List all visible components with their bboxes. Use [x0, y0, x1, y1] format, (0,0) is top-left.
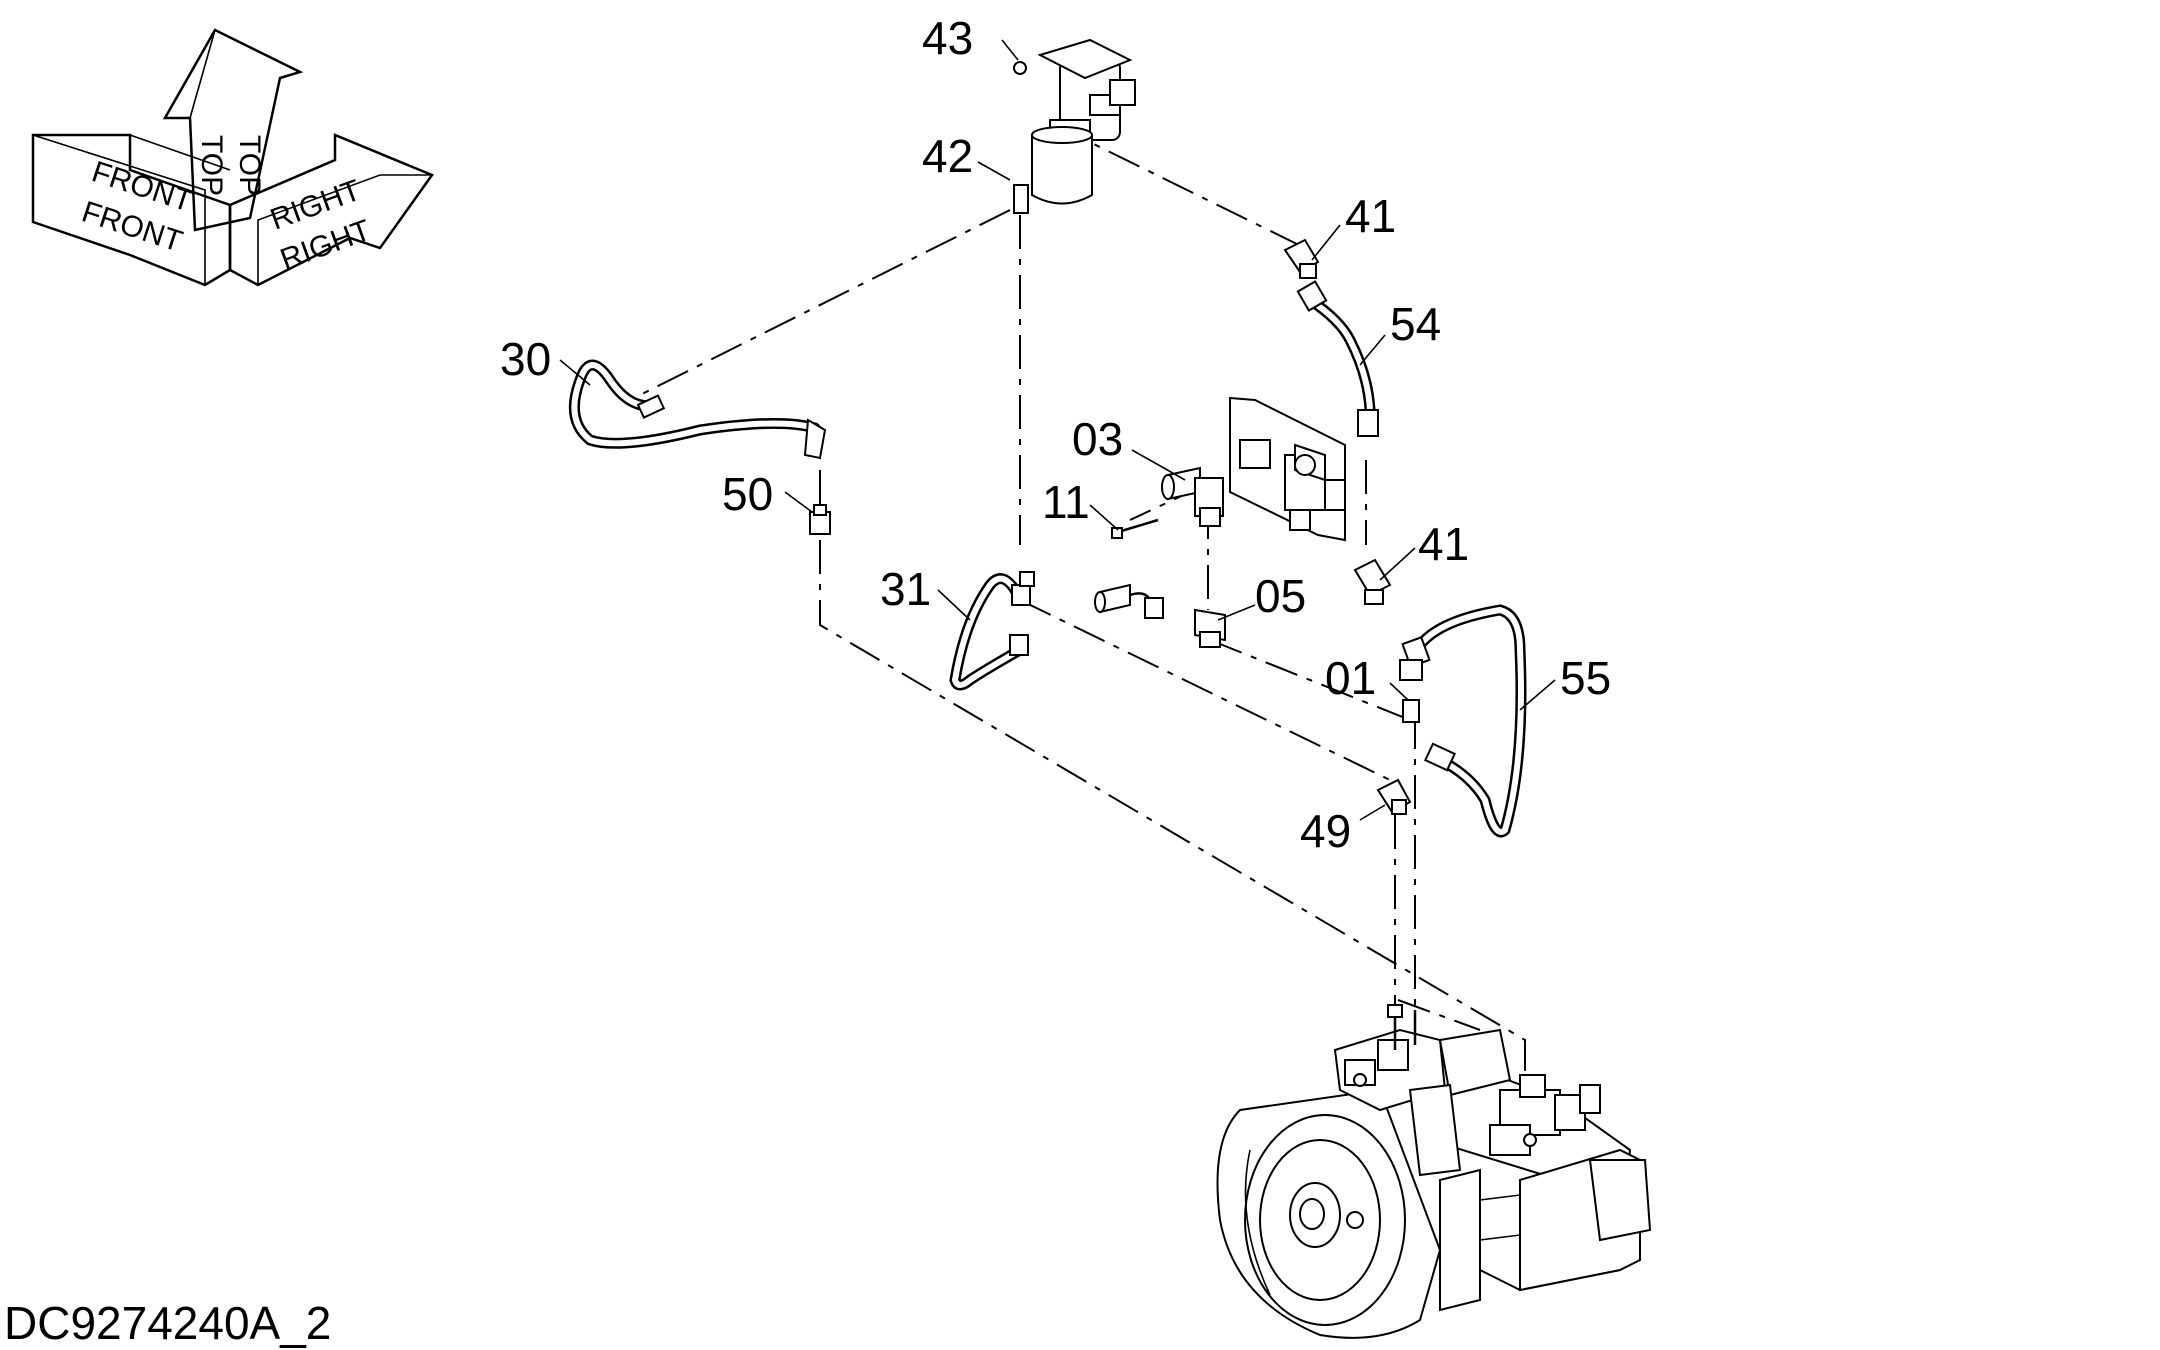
callout-41: 41 — [1345, 190, 1396, 242]
pressure-switch-03 — [1161, 466, 1224, 527]
callouts: 43 42 41 54 30 03 11 50 41 31 05 01 55 4… — [500, 12, 1611, 857]
hydraulic-pump — [1216, 1004, 1652, 1339]
callout-42: 42 — [922, 130, 973, 182]
callout-30: 30 — [500, 333, 551, 385]
hose-30 — [568, 359, 827, 460]
callout-43: 43 — [922, 12, 973, 64]
orientation-top-label: TOP — [195, 135, 228, 196]
callout-49: 49 — [1300, 805, 1351, 857]
callout-03: 03 — [1072, 413, 1123, 465]
document-id: DC9274240A_2 — [4, 1297, 332, 1349]
callout-50: 50 — [722, 468, 773, 520]
callout-31: 31 — [880, 563, 931, 615]
fitting-50 — [809, 504, 831, 535]
sensor-05 — [1094, 583, 1226, 648]
callout-05: 05 — [1255, 570, 1306, 622]
valve-bracket — [1229, 396, 1346, 542]
filter-assembly — [1013, 38, 1136, 214]
hose-55 — [1401, 604, 1527, 838]
adapter-01 — [1399, 659, 1423, 723]
leader-lines — [559, 39, 1556, 821]
callout-54: 54 — [1390, 298, 1441, 350]
fitting-41-lower — [1353, 558, 1392, 605]
callout-41: 41 — [1418, 518, 1469, 570]
elbow-49 — [1376, 778, 1412, 815]
hose-54 — [1296, 280, 1379, 437]
callout-01: 01 — [1325, 652, 1376, 704]
orientation-top-label: TOP — [233, 135, 266, 196]
assembly-lines — [639, 124, 1526, 1100]
fitting-41-upper — [1283, 238, 1320, 279]
orientation-indicator: TOP TOP FRONT FRONT RIGHT RIGHT — [31, 28, 434, 287]
bolt-11 — [1111, 518, 1159, 539]
callout-55: 55 — [1560, 652, 1611, 704]
hose-31 — [949, 571, 1035, 691]
callout-11: 11 — [1042, 476, 1090, 528]
